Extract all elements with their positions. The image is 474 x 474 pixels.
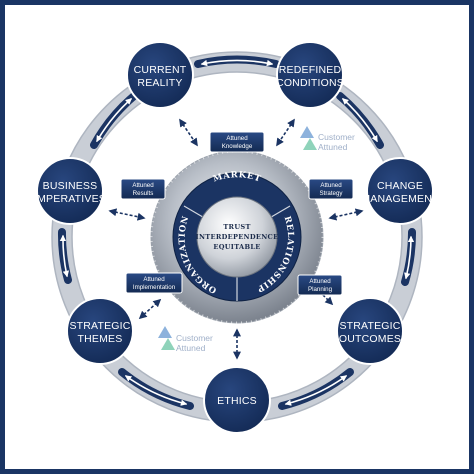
central-hub bbox=[149, 149, 325, 325]
node-label-line: CURRENT bbox=[134, 64, 187, 76]
box-attuned-results: Attuned Results bbox=[120, 178, 166, 200]
box-label-line: Attuned bbox=[226, 135, 248, 142]
node-label-line: THEMES bbox=[78, 333, 123, 345]
box-label-line: Knowledge bbox=[222, 143, 253, 150]
watermark-text-line: Attuned bbox=[318, 142, 348, 152]
node-current-reality: CURRENT REALITY bbox=[126, 41, 194, 109]
box-label-line: Planning bbox=[308, 286, 333, 293]
watermark-text-line: Customer bbox=[176, 333, 213, 343]
node-label-line: IMPERATIVES bbox=[34, 193, 106, 205]
node-label-line: CHANGE bbox=[377, 180, 423, 192]
box-label-line: Attuned bbox=[132, 182, 154, 189]
node-redefined-conditions: REDEFINED CONDITIONS bbox=[276, 41, 344, 109]
box-label-line: Attuned bbox=[320, 182, 342, 189]
box-label-line: Strategy bbox=[319, 190, 343, 197]
box-label-line: Attuned bbox=[143, 276, 165, 283]
watermark-text-line: Attuned bbox=[176, 343, 206, 353]
box-attuned-planning: Attuned Planning bbox=[297, 274, 343, 296]
node-label-line: REDEFINED bbox=[279, 64, 342, 76]
box-attuned-implementation: Attuned Implementation bbox=[125, 272, 183, 294]
node-business-imperatives: BUSINESS IMPERATIVES bbox=[34, 157, 106, 225]
node-strategic-outcomes: STRATEGIC OUTCOMES bbox=[336, 297, 404, 365]
node-label-line: STRATEGIC bbox=[339, 320, 400, 332]
box-attuned-knowledge: Attuned Knowledge bbox=[209, 131, 265, 153]
ring-label-market: MARKET bbox=[212, 170, 263, 184]
box-label-line: Attuned bbox=[309, 278, 331, 285]
core-text-group: TRUST INTERDEPENDENCE EQUITABLE bbox=[196, 223, 279, 251]
node-label-line: BUSINESS bbox=[43, 180, 98, 192]
node-ethics: ETHICS bbox=[203, 366, 271, 434]
node-label-line: STRATEGIC bbox=[69, 320, 130, 332]
core-text-interdependence: INTERDEPENDENCE bbox=[196, 233, 279, 241]
core-text-equitable: EQUITABLE bbox=[213, 243, 260, 251]
box-attuned-strategy: Attuned Strategy bbox=[308, 178, 354, 200]
watermark-logo-icon bbox=[158, 326, 172, 338]
node-label-line: OUTCOMES bbox=[339, 333, 401, 345]
watermark-text-line: Customer bbox=[318, 132, 355, 142]
box-label-line: Results bbox=[133, 190, 154, 197]
node-change-management: CHANGE MANAGEMENT bbox=[361, 157, 439, 225]
watermark-bottom-left: Customer Attuned bbox=[158, 326, 213, 353]
watermark-logo-icon bbox=[300, 126, 314, 138]
connector-arrows bbox=[108, 118, 364, 360]
box-label-line: Implementation bbox=[133, 284, 176, 291]
watermark-top-right: Customer Attuned bbox=[300, 126, 355, 152]
core-text-trust: TRUST bbox=[223, 223, 250, 231]
node-strategic-themes: STRATEGIC THEMES bbox=[66, 297, 134, 365]
node-label-line: MANAGEMENT bbox=[361, 193, 439, 205]
node-label-line: REALITY bbox=[137, 77, 182, 89]
ring-flow-arrows bbox=[57, 55, 417, 410]
node-label-line: CONDITIONS bbox=[276, 77, 344, 89]
node-label-line: ETHICS bbox=[217, 395, 257, 407]
